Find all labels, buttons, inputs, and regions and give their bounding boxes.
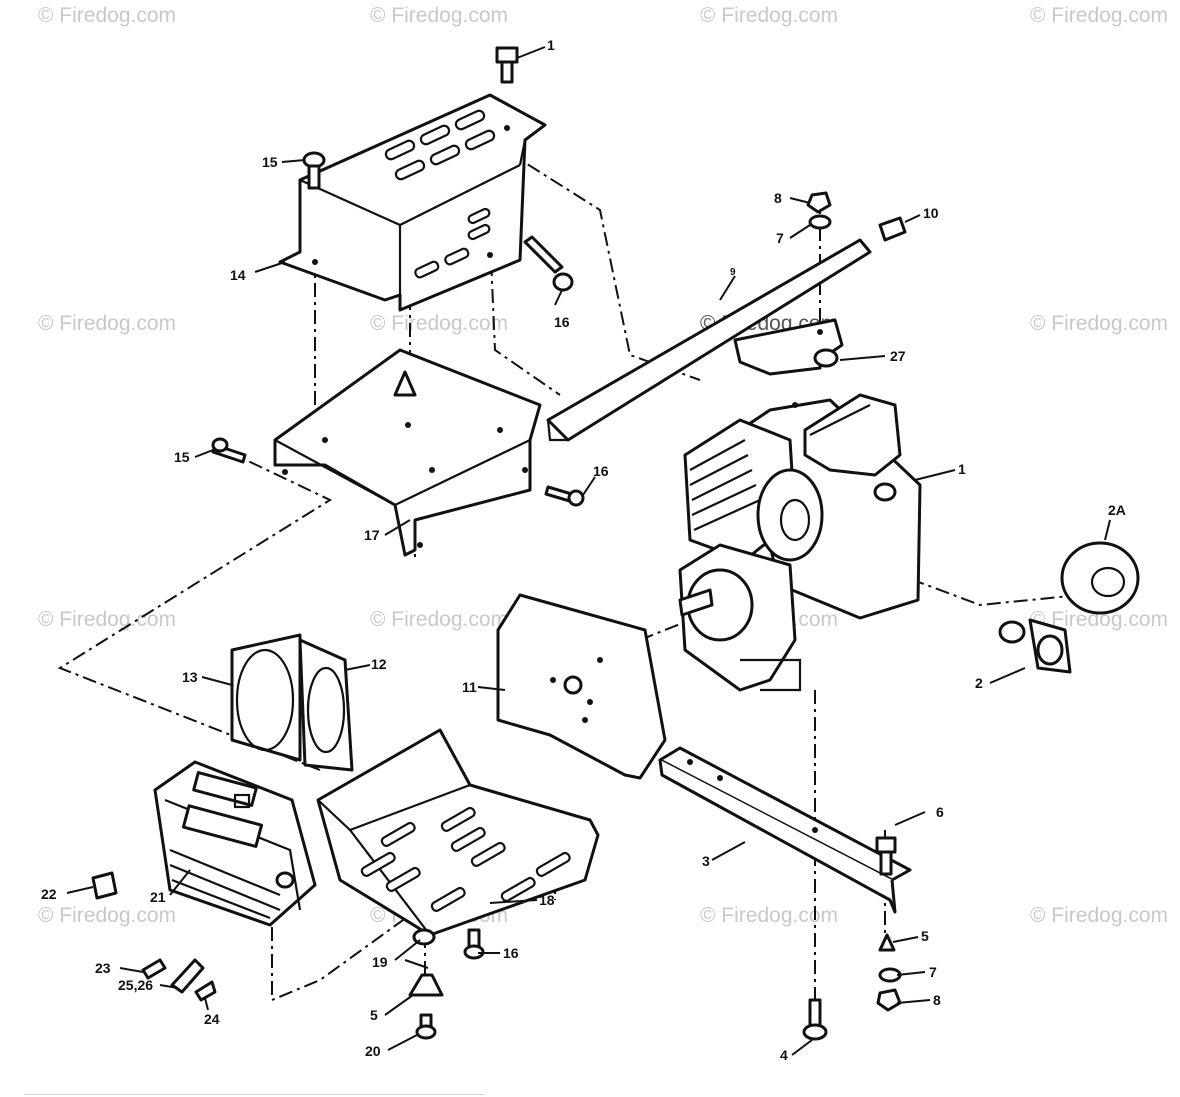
- callout-label: 6: [936, 804, 944, 820]
- bolt-part-16-upper: [523, 235, 574, 292]
- callout-label: 16: [554, 314, 570, 330]
- callout-label: 15: [262, 154, 278, 170]
- callout-label: 9: [730, 267, 736, 278]
- callout-label: 8: [774, 190, 782, 206]
- nut-part-8-top: [806, 191, 832, 214]
- callout-label: 4: [780, 1047, 788, 1063]
- callout-label: 12: [371, 656, 387, 672]
- watermark: © Firedog.com: [1030, 608, 1168, 631]
- callout-label: 11: [462, 679, 477, 695]
- switch-part-24: [194, 980, 217, 1002]
- shroud-part-13: [230, 633, 302, 762]
- callout-label: 1: [958, 461, 966, 477]
- callout-label: 25,26: [118, 977, 153, 993]
- callout-label: 16: [593, 463, 609, 479]
- watermark: © Firedog.com: [1030, 4, 1168, 27]
- watermark: © Firedog.com: [1030, 904, 1168, 927]
- callout-label: 19: [372, 954, 388, 970]
- callout-label: 7: [776, 230, 784, 246]
- cover-part-2a: [1060, 541, 1140, 615]
- watermark: © Firedog.com: [38, 312, 176, 335]
- callout-label: 23: [95, 960, 111, 976]
- callout-label: 14: [230, 267, 246, 283]
- watermark: © Firedog.com: [370, 4, 508, 27]
- bolt-part-15-mid: [211, 437, 247, 464]
- callout-label: 24: [204, 1011, 220, 1027]
- leader-lines: [66, 46, 1111, 1056]
- callout-label: 18: [539, 892, 555, 908]
- callout-label: 3: [702, 853, 710, 869]
- callout-label: 2A: [1108, 502, 1126, 518]
- mount-part-5-left: [408, 973, 444, 997]
- upper-cover-part-14: [278, 93, 547, 312]
- watermark: © Firedog.com: [700, 904, 838, 927]
- callout-label: 5: [921, 928, 929, 944]
- bolt-part-4: [802, 998, 828, 1041]
- callouts: 1 15 14 16 8 7 10 9 27 1 2A 15 16 17 13 …: [41, 37, 1126, 1063]
- watermark: © Firedog.com: [38, 904, 176, 927]
- engine-part-1: [678, 393, 922, 692]
- watermark: © Firedog.com: [700, 4, 838, 27]
- callout-label: 16: [503, 945, 519, 961]
- callout-label: 15: [174, 449, 190, 465]
- clip-part-10: [878, 216, 907, 242]
- callout-label: 10: [923, 205, 939, 221]
- cover-plate-part-17: [273, 348, 542, 557]
- fuse-holder-part-23: [141, 958, 167, 980]
- callout-label: 2: [975, 675, 983, 691]
- bolt-part-1-top: [495, 46, 519, 84]
- washer-part-7-top: [808, 214, 832, 230]
- base-pan-part-18: [316, 728, 600, 937]
- plate-part-11: [496, 593, 667, 780]
- callout-label: 1: [547, 37, 555, 53]
- watermark: © Firedog.com: [38, 4, 176, 27]
- receptacle-part-22: [91, 871, 118, 900]
- callout-label: 7: [929, 964, 937, 980]
- callout-label: 17: [364, 527, 380, 543]
- upper-cover-vent-slots: [384, 109, 496, 279]
- watermark: © Firedog.com: [370, 312, 508, 335]
- bolt-part-20: [415, 1013, 437, 1040]
- bottom-divider: [24, 1094, 484, 1095]
- control-panel-part-21: [153, 760, 317, 927]
- fuse-part-25-26: [170, 958, 205, 994]
- watermark: © Firedog.com: [370, 608, 508, 631]
- callout-label: 27: [890, 348, 906, 364]
- callout-label: 22: [41, 886, 57, 902]
- nut-part-8-bottom: [876, 988, 902, 1012]
- bolt-part-16-mid: [544, 485, 585, 507]
- shroud-part-12: [298, 638, 354, 772]
- rail-part-3: [658, 746, 912, 914]
- callout-label: 21: [150, 889, 166, 905]
- callout-label: 8: [933, 992, 941, 1008]
- callout-label: 5: [370, 1007, 378, 1023]
- callout-label: 13: [182, 669, 198, 685]
- bolt-part-6: [875, 836, 897, 876]
- bolt-part-16-bottom: [463, 928, 485, 960]
- mount-part-5-right: [878, 933, 896, 952]
- grommet-part-27: [813, 348, 839, 368]
- callout-label: 20: [365, 1043, 381, 1059]
- watermark: © Firedog.com: [38, 608, 176, 631]
- watermark: © Firedog.com: [1030, 312, 1168, 335]
- base-pan-vent-slots: [360, 806, 571, 912]
- adapter-part-2: [998, 618, 1072, 674]
